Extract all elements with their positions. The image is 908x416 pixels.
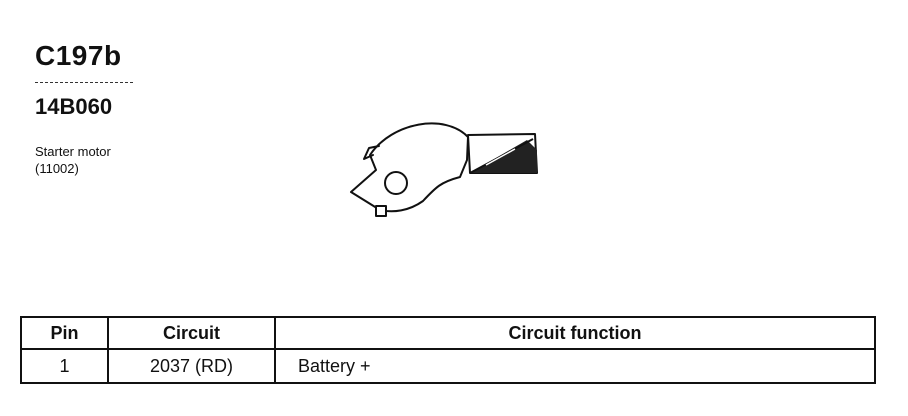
component-name: Starter motor [35,144,111,159]
connector-id-underline [35,82,133,83]
connector-latch [363,145,380,160]
pinout-table: Pin Circuit Circuit function 1 2037 (RD)… [20,316,876,384]
component-description: Starter motor (11002) [35,143,111,177]
circuit-function-cell: Battery + [274,348,876,384]
pin-cell: 1 [20,348,109,384]
circuit-function-column-header: Circuit function [274,316,876,350]
circuit-cell: 2037 (RD) [107,348,276,384]
pin-column-header: Pin [20,316,109,350]
circuit-column-header: Circuit [107,316,276,350]
connector-id: C197b [35,40,122,71]
connector-mounting-hole [384,171,408,195]
terminal-inner-line [485,148,516,166]
connector-illustration [350,122,538,217]
connector-lock-tab [375,205,387,217]
part-number: 14B060 [35,94,113,119]
table-row: 1 2037 (RD) Battery + [20,348,876,384]
table-header-row: Pin Circuit Circuit function [20,316,876,350]
connector-body-outline [350,122,469,213]
component-code: (11002) [35,161,79,176]
